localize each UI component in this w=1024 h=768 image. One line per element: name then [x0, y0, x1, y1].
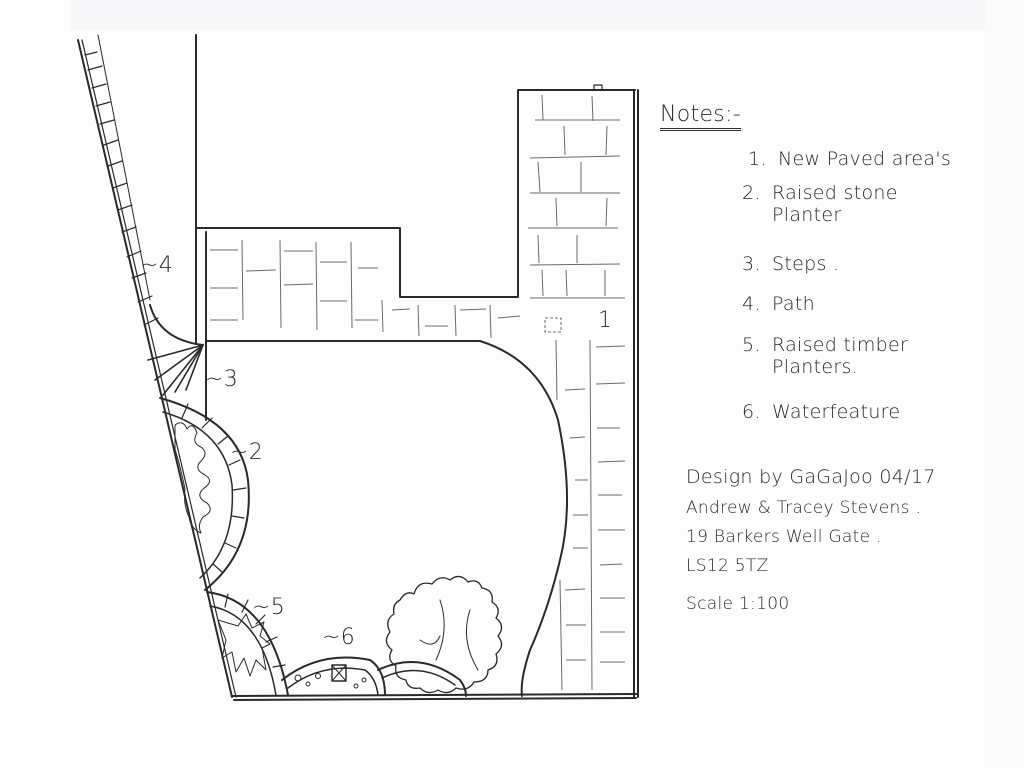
note-item-2: 2. Raised stone Planter: [742, 182, 898, 226]
label-stone-planter: ~2: [230, 440, 264, 465]
client-name: Andrew & Tracey Stevens .: [686, 498, 922, 518]
note-text: Steps .: [772, 253, 840, 275]
drawing-scale: Scale 1:100: [686, 594, 790, 614]
waterfeature-planter: [281, 656, 386, 696]
note-number: 2.: [742, 182, 761, 204]
label-timber-planters: ~5: [252, 595, 286, 620]
note-item-1: 1. New Paved area's: [748, 148, 951, 170]
steps-feature: [147, 344, 204, 396]
note-item-3: 3. Steps .: [742, 253, 839, 275]
note-item-6: 6. Waterfeature: [742, 401, 900, 423]
note-text: New Paved area's: [778, 148, 952, 170]
note-text: Raised timber: [772, 334, 909, 356]
label-paved-area: 1: [598, 308, 613, 333]
note-item-5: 5. Raised timber Planters.: [742, 334, 908, 378]
note-text-cont: Planters.: [772, 356, 859, 378]
stone-planter: [159, 397, 250, 591]
boundary-right: [633, 89, 639, 698]
timber-planter-small: [377, 661, 467, 697]
note-text-cont: Planter: [772, 204, 842, 226]
label-waterfeature: ~6: [322, 625, 356, 650]
client-address: 19 Barkers Well Gate .: [686, 527, 882, 547]
note-number: 1.: [748, 148, 767, 170]
note-item-4: 4. Path: [742, 293, 815, 315]
label-path: ~4: [140, 253, 174, 278]
note-number: 4.: [742, 293, 761, 315]
path-paving-ticks: [84, 51, 159, 326]
note-number: 5.: [742, 334, 761, 356]
boundary-bottom: [231, 693, 639, 701]
tree-canopy: [385, 575, 503, 694]
note-number: 6.: [742, 401, 761, 423]
house-outline: [195, 34, 636, 345]
paving-lines: [210, 94, 626, 691]
scan-edge-top: [70, 0, 985, 30]
note-text: Raised stone: [772, 182, 898, 204]
client-postcode: LS12 5TZ: [686, 556, 769, 576]
note-text: Path: [772, 293, 815, 315]
note-text: Waterfeature: [772, 401, 901, 423]
note-number: 3.: [742, 253, 761, 275]
designer-credit: Design by GaGaJoo 04/17: [686, 466, 936, 488]
lawn-outline: [205, 231, 568, 697]
notes-title: Notes:-: [660, 102, 741, 131]
path-feature: [77, 34, 237, 698]
label-steps: ~3: [205, 367, 239, 392]
scan-edge-right: [985, 0, 1024, 768]
timber-planter-large: [206, 591, 289, 696]
